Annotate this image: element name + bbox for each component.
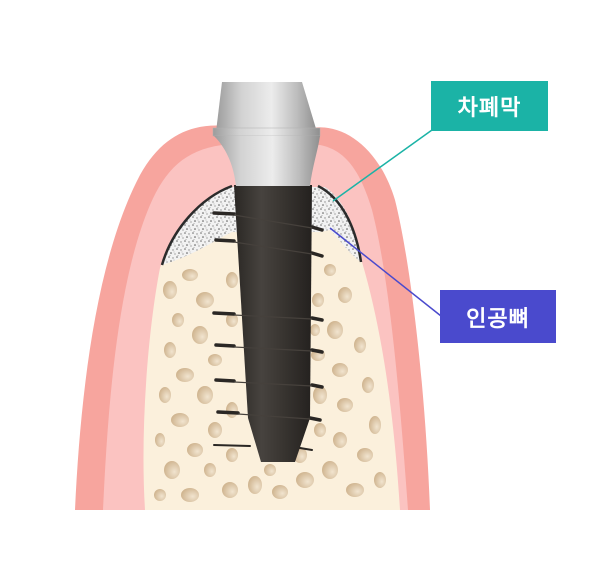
membrane-label: 차폐막	[431, 81, 548, 131]
graft-leader-line	[329, 227, 442, 317]
bone-graft-label-text: 인공뼈	[466, 306, 530, 332]
membrane-label-text: 차폐막	[457, 96, 522, 121]
membrane-leader-line	[332, 129, 433, 202]
implant-fixture	[234, 185, 312, 462]
bone-pores	[154, 264, 386, 502]
abutment	[216, 82, 317, 132]
bone-graft-label: 인공뼈	[440, 290, 556, 343]
implant-threads	[212, 211, 324, 451]
